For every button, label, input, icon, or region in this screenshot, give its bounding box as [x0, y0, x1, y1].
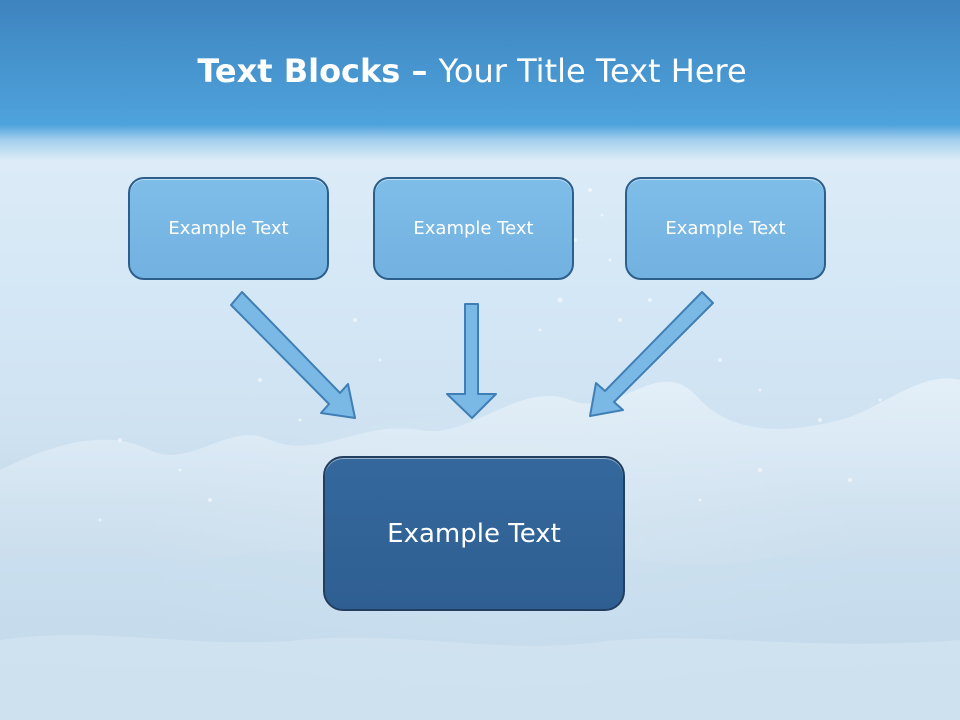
page-title: Text Blocks – Your Title Text Here	[0, 52, 944, 90]
header-band	[0, 0, 960, 160]
text-block-label: Example Text	[168, 218, 289, 239]
text-block-top-middle[interactable]: Example Text	[373, 177, 574, 280]
text-block-center[interactable]: Example Text	[323, 456, 625, 611]
text-block-top-left[interactable]: Example Text	[128, 177, 329, 280]
text-block-label: Example Text	[413, 218, 534, 239]
title-dash: –	[400, 52, 439, 90]
title-rest-part: Your Title Text Here	[438, 52, 747, 90]
text-block-label: Example Text	[665, 218, 786, 239]
text-block-top-right[interactable]: Example Text	[625, 177, 826, 280]
text-block-center-label: Example Text	[387, 518, 561, 549]
title-bold-part: Text Blocks	[197, 52, 401, 90]
